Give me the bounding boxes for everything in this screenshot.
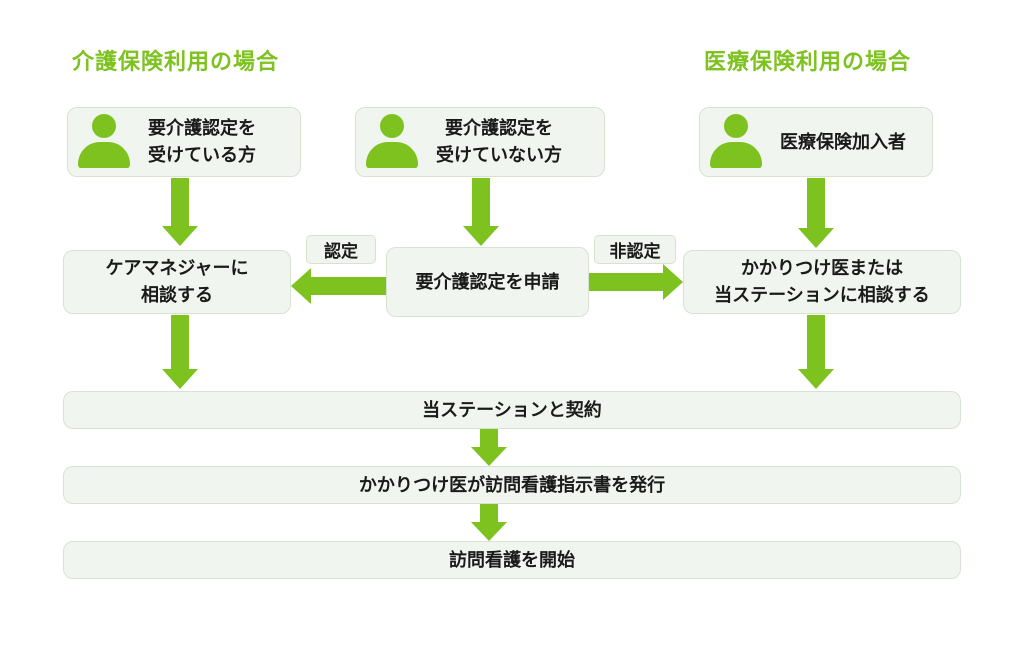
box-line: 当ステーションに相談する [714,285,930,306]
box-consult-doctor: かかりつけ医または 当ステーションに相談する [683,250,961,314]
box-consult-care-manager: ケアマネジャーに 相談する [63,250,291,314]
arrow-left [291,268,387,304]
box-line: かかりつけ医または [740,258,904,279]
step-contract: 当ステーションと契約 [63,391,961,429]
arrow-down [798,315,834,391]
person-icon [78,114,130,170]
arrow-right [589,264,683,300]
box-line: 要介護認定を [445,118,553,139]
person-icon [366,114,418,170]
label-not-certified: 非認定 [594,235,676,264]
arrow-down [162,178,198,248]
box-text: 要介護認定を 受けている方 [148,115,256,169]
arrow-down [162,315,198,391]
label-certified: 認定 [306,235,376,264]
box-line: ケアマネジャーに [105,258,249,279]
box-line: 相談する [140,285,213,306]
heading-medical-insurance: 医療保険利用の場合 [704,50,912,75]
heading-care-insurance: 介護保険利用の場合 [72,50,280,75]
box-certified-person: 要介護認定を 受けている方 [67,107,301,177]
step-doctor-order: かかりつけ医が訪問看護指示書を発行 [63,466,961,504]
box-text: 医療保険加入者 [780,131,906,153]
arrow-down [798,178,834,250]
arrow-down [471,429,507,467]
box-line: 受けている方 [148,145,256,166]
box-line: 受けていない方 [436,145,562,166]
box-medical-insured: 医療保険加入者 [699,107,933,177]
step-start-visit-nursing: 訪問看護を開始 [63,541,961,579]
arrow-down [463,178,499,248]
box-apply-certification: 要介護認定を申請 [386,247,589,317]
box-uncertified-person: 要介護認定を 受けていない方 [355,107,605,177]
arrow-down [471,504,507,542]
box-line: 要介護認定を [148,118,256,139]
person-icon [710,114,762,170]
box-text: 要介護認定を 受けていない方 [436,115,562,169]
